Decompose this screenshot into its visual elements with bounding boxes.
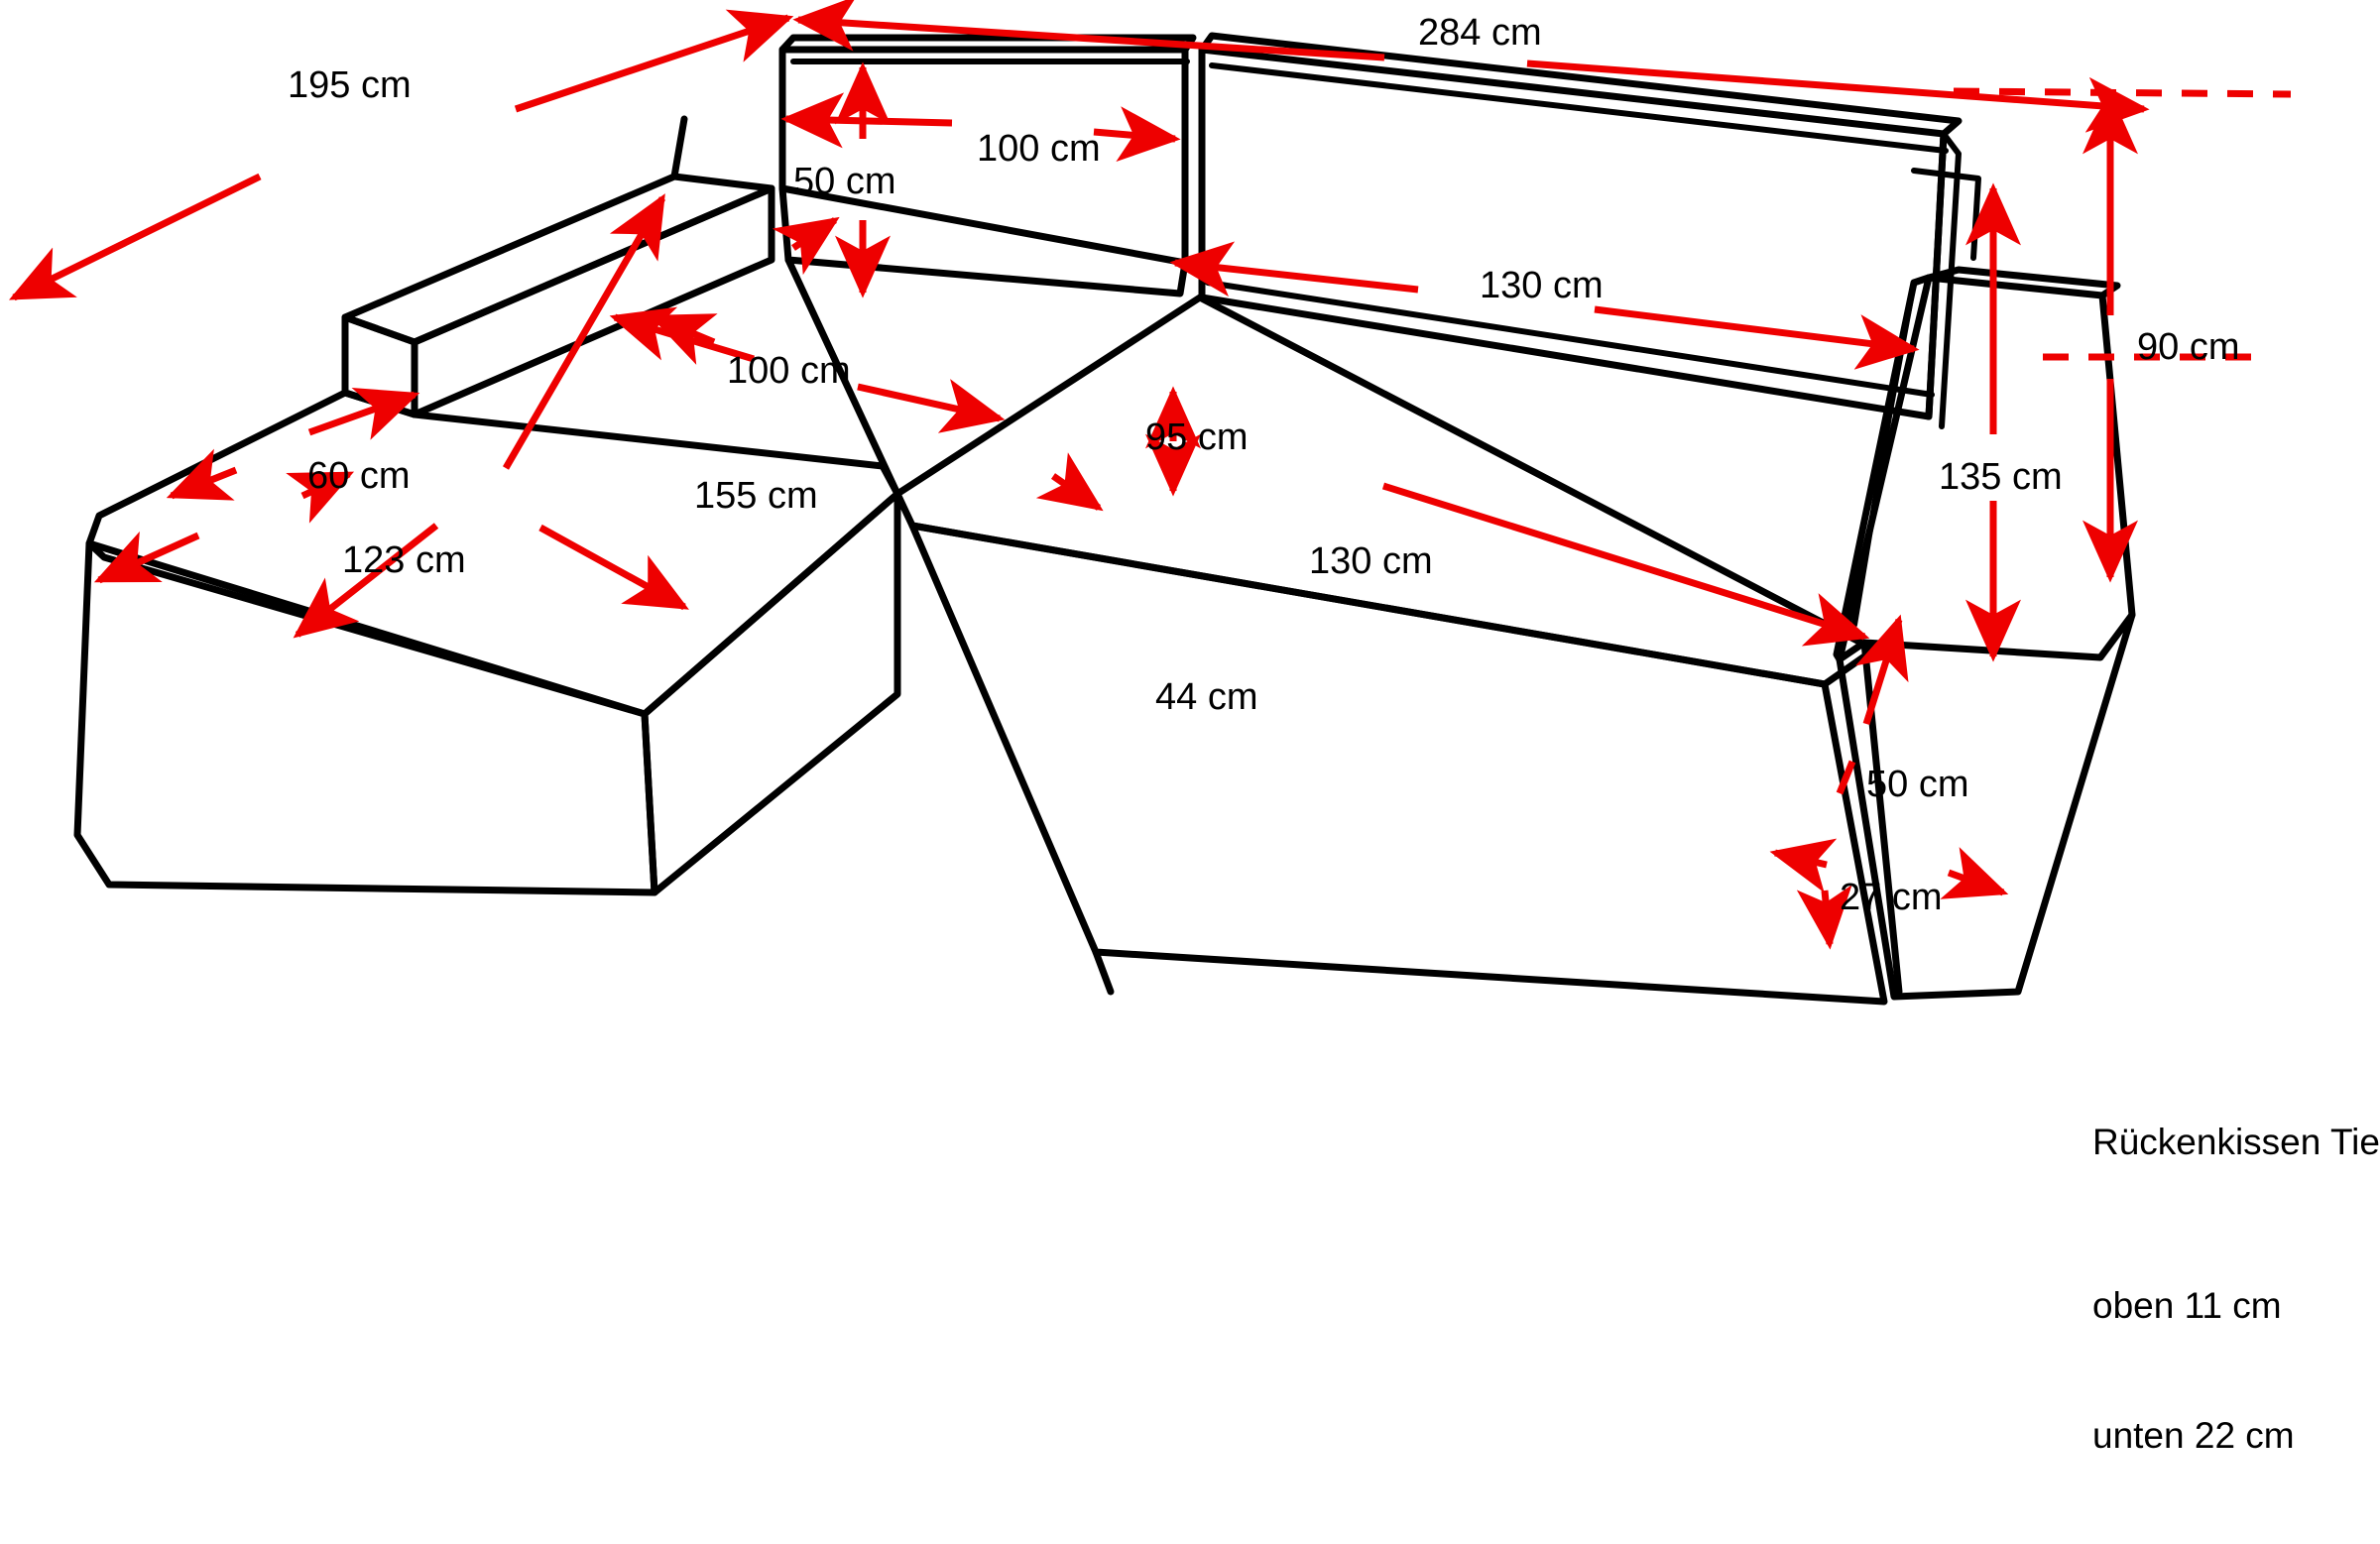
back-cushion-right-seam — [1209, 62, 1949, 154]
arrow-chaise-length-lower — [538, 524, 689, 611]
arrow-seat-depth-right-b — [1035, 452, 1104, 512]
arrow-chaise-length-b — [502, 193, 666, 470]
chaise-front-face — [73, 539, 658, 896]
dimension-label-armrest-right-height: 135 cm — [1939, 456, 2063, 498]
armrest-right-inner-panel — [1836, 611, 2136, 663]
backrest-corner-piece — [1911, 168, 1981, 261]
armrest-left-inner-edge — [670, 115, 688, 180]
dimension-label-back-cushion-height: 50 cm — [793, 161, 895, 202]
dimension-label-total-height: 90 cm — [2137, 326, 2239, 368]
arrow-armrest-right-top-tail — [1836, 760, 1856, 795]
arrow-back-cushion-width-a — [780, 92, 953, 149]
arrow-armrest-right-width-a — [1769, 838, 1838, 893]
arrow-seat-depth-right-a — [772, 216, 840, 276]
arrow-armrest-right-top — [1855, 614, 1909, 726]
back-cushion-depth-bottom: unten 22 cm — [2092, 1415, 2295, 1457]
arrow-width-overall-a — [792, 0, 1385, 61]
arrow-seat-width-right-a — [609, 306, 756, 363]
chaise-right-face — [641, 490, 901, 896]
dimension-label-seat-width-right: 130 cm — [1309, 540, 1433, 582]
dimension-label-width-overall: 284 cm — [1418, 12, 1542, 54]
armrest-left-top — [341, 173, 775, 346]
arrow-depth-overall-b — [514, 9, 794, 113]
back-cushion-depth-heading: Rückenkissen Tiefe: — [2092, 1122, 2380, 1162]
armrest-right-crease — [1851, 280, 1917, 628]
arrow-chaise-depth-b — [857, 379, 1006, 433]
dimension-label-armrest-right-top: 50 cm — [1866, 764, 1968, 805]
dimension-labels: 195 cm 284 cm 50 cm 100 cm 130 cm 60 cm … — [288, 12, 2239, 918]
armrest-left-side — [411, 184, 775, 418]
arrow-depth-overall-a — [8, 173, 262, 301]
right-seat-top — [893, 294, 1878, 688]
arrow-chaise-length-a — [293, 523, 439, 639]
dimension-label-backrest-width: 130 cm — [1480, 265, 1604, 306]
back-cushion-depth-top: oben 11 cm — [2092, 1285, 2282, 1327]
dimension-label-armrest-left-depth: 60 cm — [307, 455, 410, 497]
arrow-backrest-width-a — [1169, 241, 1419, 297]
arrow-backrest-width-b — [1594, 305, 1920, 370]
back-cushion-depth-values: oben 11 cm unten 22 cm — [2092, 1198, 2295, 1544]
back-cushion-left-bottom — [778, 184, 1189, 297]
dimension-label-depth-overall: 195 cm — [288, 64, 412, 106]
right-seat-base — [1092, 948, 1115, 996]
dimension-arrows — [8, 0, 2292, 950]
arrow-chaise-front-a — [93, 531, 200, 584]
sofa-technical-drawing: 195 cm 284 cm 50 cm 100 cm 130 cm 60 cm … — [8, 0, 2292, 1006]
armrest-right-back-strip — [1833, 274, 1933, 663]
arrow-armrest-left-a — [166, 448, 238, 501]
backrest-left-lower-seam — [880, 463, 900, 497]
arrow-seat-width-right-b — [1381, 482, 1870, 647]
dimension-label-armrest-right-width: 27 cm — [1840, 877, 1942, 918]
arrow-armrest-right-width-b — [1940, 847, 2009, 899]
arrow-armrest-right-down-tick — [1796, 885, 1852, 950]
dimension-label-seat-height: 44 cm — [1155, 676, 1257, 718]
seat-line-left — [784, 256, 901, 498]
backrest-right-edge — [1939, 131, 1962, 429]
dimension-label-seat-depth-right: 95 cm — [1145, 416, 1248, 458]
dimension-label-chaise-seat-depth: 100 cm — [727, 350, 851, 392]
arrow-chaise-front-b — [286, 470, 355, 524]
sofa-outline — [73, 32, 2136, 1006]
dimension-label-back-cushion-width: 100 cm — [977, 128, 1101, 170]
dimension-label-chaise-front-width: 123 cm — [342, 539, 466, 581]
right-seat-front-face — [908, 522, 1888, 1006]
arrow-back-cushion-width-b — [1093, 106, 1181, 163]
back-cushion-right-seam-2 — [1205, 280, 1935, 398]
backrest-to-armrest-connector — [1925, 130, 1948, 420]
extension-line-top — [1953, 87, 2292, 98]
dimension-label-chaise-seat-length: 155 cm — [694, 475, 818, 517]
arrow-width-overall-b — [1526, 59, 2150, 133]
diagram-canvas: 195 cm 284 cm 50 cm 100 cm 130 cm 60 cm … — [8, 0, 2380, 1457]
arrow-armrest-left-b — [307, 388, 420, 440]
